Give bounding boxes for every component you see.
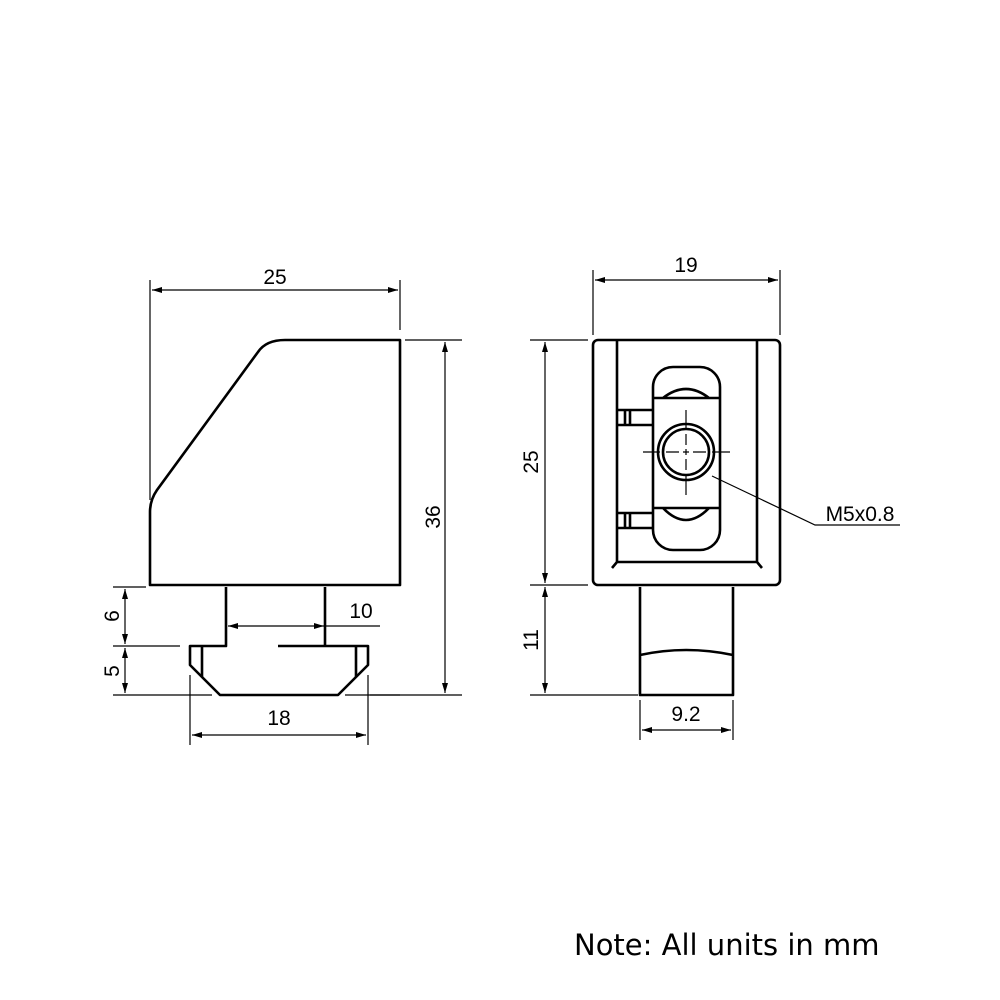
dim-nut-height: 5 [101, 665, 124, 677]
front-body [591, 338, 782, 587]
side-view: 25 36 6 5 10 18 [101, 266, 462, 745]
units-note: Note: All units in mm [574, 928, 880, 962]
dim-side-height: 36 [422, 505, 445, 528]
thread-leader [711, 475, 900, 526]
front-view: M5x0.8 19 25 11 9.2 [520, 254, 900, 740]
dim-stem-height: 6 [101, 610, 124, 622]
nut-edges [200, 646, 358, 677]
dim-front-height: 25 [520, 450, 543, 473]
front-stem [638, 587, 735, 697]
dim-nut-width: 18 [267, 707, 290, 730]
thread-hole [661, 427, 711, 477]
side-body [148, 338, 402, 587]
dim-front-stem-height: 11 [520, 629, 543, 651]
front-inner-frame [611, 340, 763, 569]
side-stem [188, 587, 370, 697]
dim-side-width: 25 [263, 266, 286, 289]
thread-label: M5x0.8 [826, 503, 895, 526]
dim-front-width: 19 [674, 254, 697, 277]
slot [651, 365, 722, 552]
dim-stem-width: 10 [349, 600, 372, 623]
dim-front-stem-width: 9.2 [671, 703, 700, 726]
